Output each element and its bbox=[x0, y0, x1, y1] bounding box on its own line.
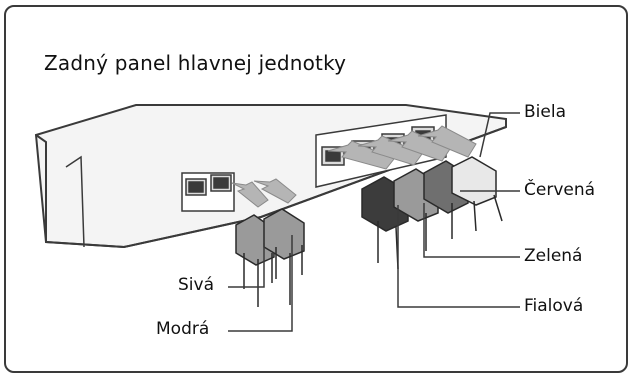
insertion-arrows bbox=[231, 125, 477, 208]
right-plugs bbox=[361, 156, 503, 270]
diagram-title: Zadný panel hlavnej jednotky bbox=[44, 51, 347, 75]
label-fialova: Fialová bbox=[524, 296, 584, 316]
label-zelena: Zelená bbox=[524, 246, 583, 266]
leader-biela bbox=[479, 112, 520, 158]
left-plugs bbox=[235, 208, 305, 307]
speaker-connection-illustration bbox=[34, 104, 520, 332]
leader-zelena bbox=[423, 203, 520, 258]
leader-fialova bbox=[397, 205, 520, 308]
label-siva: Sivá bbox=[178, 275, 214, 295]
label-modra: Modrá bbox=[156, 319, 210, 339]
leader-lines bbox=[228, 112, 520, 332]
leader-siva bbox=[228, 243, 265, 288]
label-cervena: Červená bbox=[524, 180, 596, 200]
label-biela: Biela bbox=[524, 102, 566, 122]
left-terminal-block bbox=[181, 172, 235, 212]
diagram-frame: Zadný panel hlavnej jednotky Biela Červe… bbox=[4, 5, 628, 373]
leader-modra bbox=[228, 235, 293, 332]
